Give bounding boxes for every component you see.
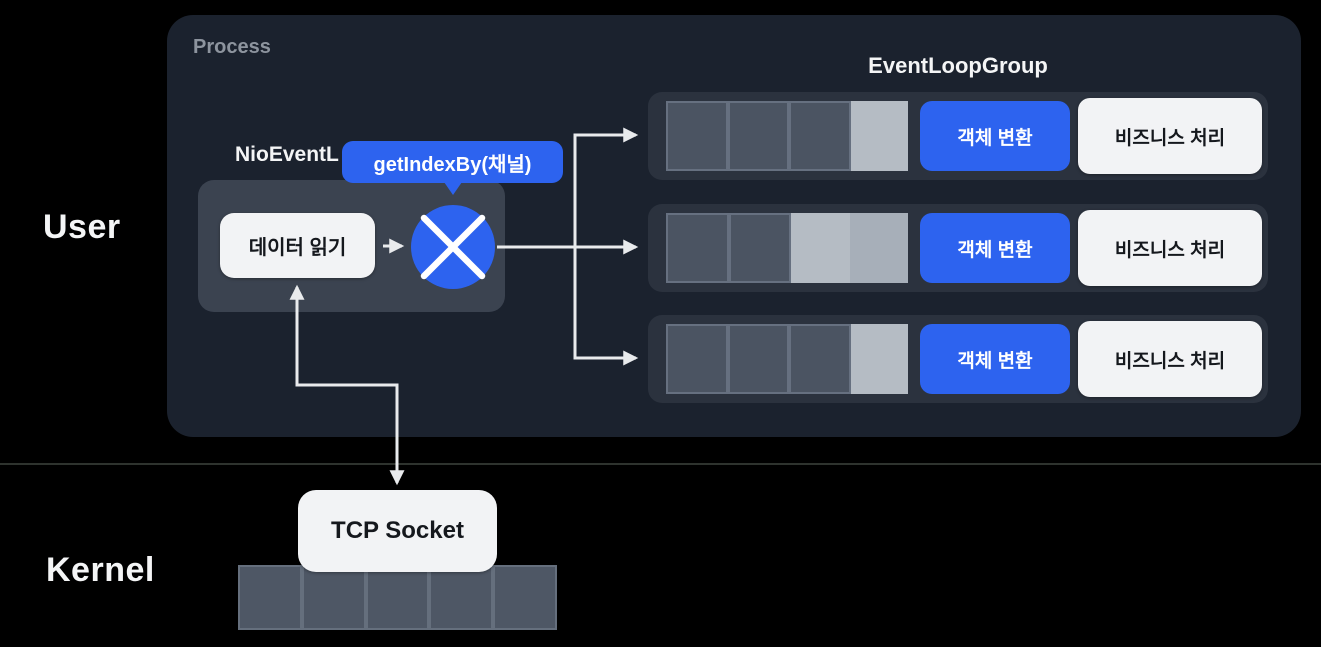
tooltip-pointer-icon — [444, 182, 462, 195]
read-data-node: 데이터 읽기 — [220, 213, 375, 278]
event-loop-row: 객체 변환 비즈니스 처리 — [648, 92, 1268, 180]
kernel-buffer-queue — [238, 565, 557, 630]
kernel-layer-label: Kernel — [46, 551, 155, 589]
event-loop-row: 객체 변환 비즈니스 처리 — [648, 315, 1268, 403]
tcp-socket-node: TCP Socket — [298, 490, 497, 572]
queue-cell — [666, 213, 729, 283]
queue-cell — [789, 101, 851, 171]
queue-cell — [666, 101, 728, 171]
process-title: Process — [193, 36, 271, 58]
buffer-cell — [493, 565, 557, 630]
queue-cell — [850, 101, 908, 171]
buffer-cell — [429, 565, 494, 630]
task-queue — [666, 213, 908, 283]
queue-cell — [728, 213, 791, 283]
queue-cell — [727, 324, 789, 394]
queue-cell — [727, 101, 789, 171]
event-loop-row: 객체 변환 비즈니스 처리 — [648, 204, 1268, 292]
object-convert-node: 객체 변환 — [920, 324, 1070, 394]
object-convert-node: 객체 변환 — [920, 213, 1070, 283]
queue-cell — [849, 213, 908, 283]
user-kernel-divider — [0, 463, 1321, 465]
business-process-node: 비즈니스 처리 — [1078, 321, 1262, 397]
business-process-node: 비즈니스 처리 — [1078, 98, 1262, 174]
buffer-cell — [365, 565, 430, 630]
buffer-cell — [238, 565, 302, 630]
queue-cell — [789, 324, 851, 394]
event-loop-group-title: EventLoopGroup — [868, 53, 1048, 78]
buffer-cell — [301, 565, 366, 630]
nio-event-loop-label: NioEventL — [235, 143, 339, 166]
user-layer-label: User — [43, 208, 121, 246]
queue-cell — [666, 324, 728, 394]
object-convert-node: 객체 변환 — [920, 101, 1070, 171]
business-process-node: 비즈니스 처리 — [1078, 210, 1262, 286]
get-index-by-tooltip: getIndexBy(채널) — [342, 141, 563, 183]
queue-cell — [850, 324, 908, 394]
task-queue — [666, 101, 908, 171]
task-queue — [666, 324, 908, 394]
queue-cell — [791, 213, 850, 283]
